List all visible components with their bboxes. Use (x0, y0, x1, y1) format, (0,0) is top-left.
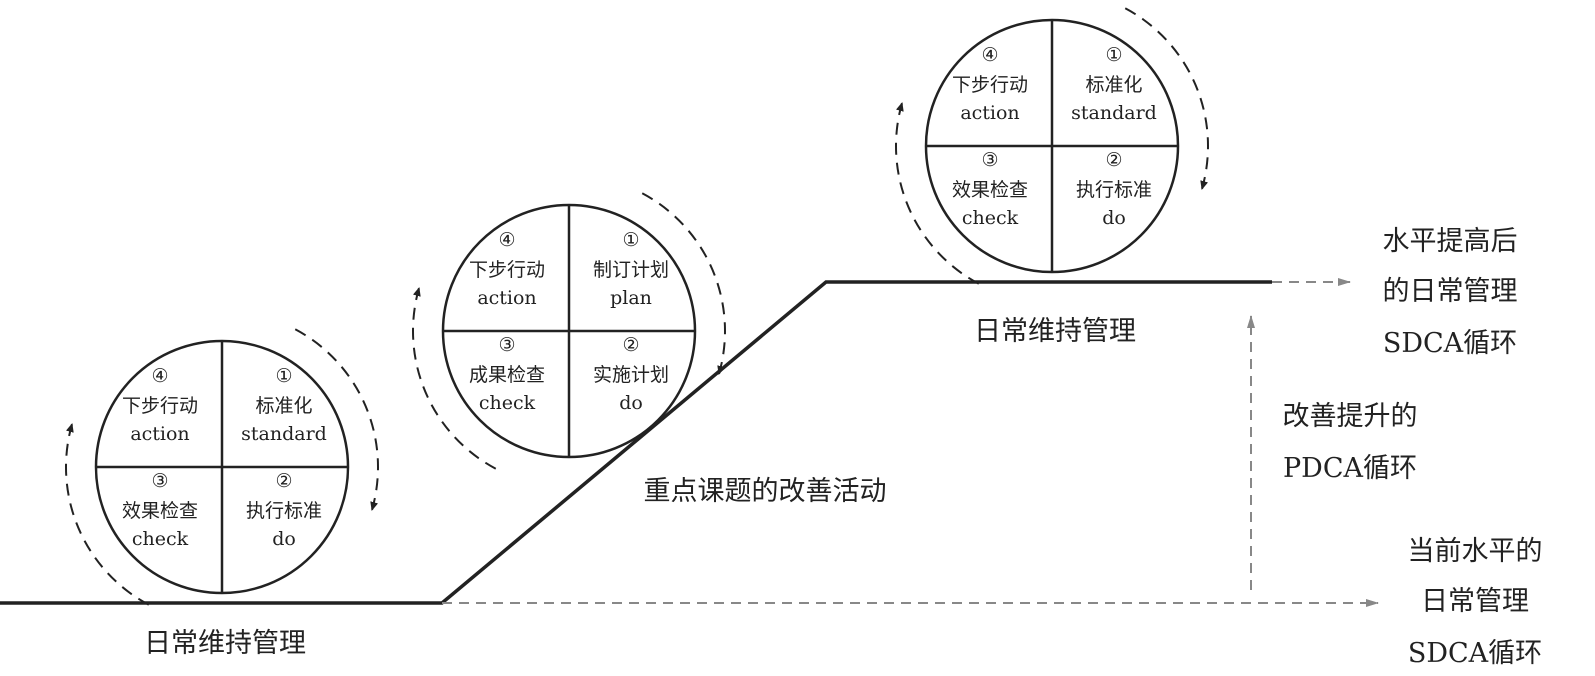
step-number: ④ (498, 229, 515, 251)
current-label-2: 日常管理 (1421, 586, 1529, 617)
step-name-en: action (477, 287, 536, 309)
cycle-arrow-left (412, 287, 497, 470)
step-number: ③ (151, 470, 168, 492)
step-name-en: check (132, 528, 189, 550)
cycle-arrow-left (895, 102, 980, 285)
step-name-cn: 下步行动 (952, 74, 1028, 96)
daily-maintenance-label-low: 日常维持管理 (144, 628, 306, 659)
step-number: ① (622, 229, 639, 251)
step-name-cn: 效果检查 (952, 179, 1028, 201)
step-name-en: standard (241, 423, 327, 445)
improvement-activity-label: 重点课题的改善活动 (644, 476, 887, 507)
step-name-en: check (962, 207, 1019, 229)
cycle-arrow-right (294, 328, 379, 511)
step-name-en: do (1102, 207, 1126, 229)
step-number: ④ (151, 365, 168, 387)
level-line (0, 280, 1272, 605)
step-name-cn: 执行标准 (1076, 179, 1152, 201)
after-label-2: 的日常管理 (1383, 276, 1518, 307)
step-number: ① (1105, 44, 1122, 66)
step-name-en: check (479, 392, 536, 414)
step-name-cn: 标准化 (255, 395, 312, 417)
sdca-cycle-high: ④ 下步行动 action ① 标准化 standard ③ 效果检查 check ② 执行标准 do (895, 7, 1209, 285)
current-label-3: SDCA循环 (1408, 638, 1542, 669)
step-name-cn: 下步行动 (469, 259, 545, 281)
daily-maintenance-label-high: 日常维持管理 (974, 316, 1136, 347)
cycle-arrow-right (1124, 7, 1209, 190)
after-label-1: 水平提高后 (1383, 226, 1518, 257)
step-name-en: do (619, 392, 643, 414)
step-name-cn: 制订计划 (593, 259, 669, 281)
step-number: ② (1105, 149, 1122, 171)
cycle-arrow-left (65, 423, 150, 606)
step-name-cn: 标准化 (1085, 74, 1142, 96)
step-name-en: action (130, 423, 189, 445)
step-number: ③ (981, 149, 998, 171)
step-number: ② (275, 470, 292, 492)
current-label-1: 当前水平的 (1408, 536, 1543, 567)
pdca-label-2: PDCA循环 (1283, 453, 1417, 484)
step-number: ③ (498, 334, 515, 356)
step-number: ④ (981, 44, 998, 66)
step-number: ① (275, 365, 292, 387)
step-name-en: action (960, 102, 1019, 124)
step-name-cn: 下步行动 (122, 395, 198, 417)
step-name-cn: 成果检查 (469, 364, 545, 386)
after-label-3: SDCA循环 (1383, 328, 1517, 359)
cycle-arrow-right (641, 192, 726, 375)
step-name-en: plan (610, 287, 652, 309)
pdca-cycle: ④ 下步行动 action ① 制订计划 plan ③ 成果检查 check ② 实施计划 do (412, 192, 726, 470)
step-name-cn: 执行标准 (246, 500, 322, 522)
pdca-label-1: 改善提升的 (1283, 401, 1418, 432)
step-name-cn: 实施计划 (593, 364, 669, 386)
step-name-cn: 效果检查 (122, 500, 198, 522)
step-number: ② (622, 334, 639, 356)
step-name-en: do (272, 528, 296, 550)
sdca-cycle-low: ④ 下步行动 action ① 标准化 standard ③ 效果检查 check ② 执行标准 do (65, 328, 379, 606)
step-name-en: standard (1071, 102, 1157, 124)
